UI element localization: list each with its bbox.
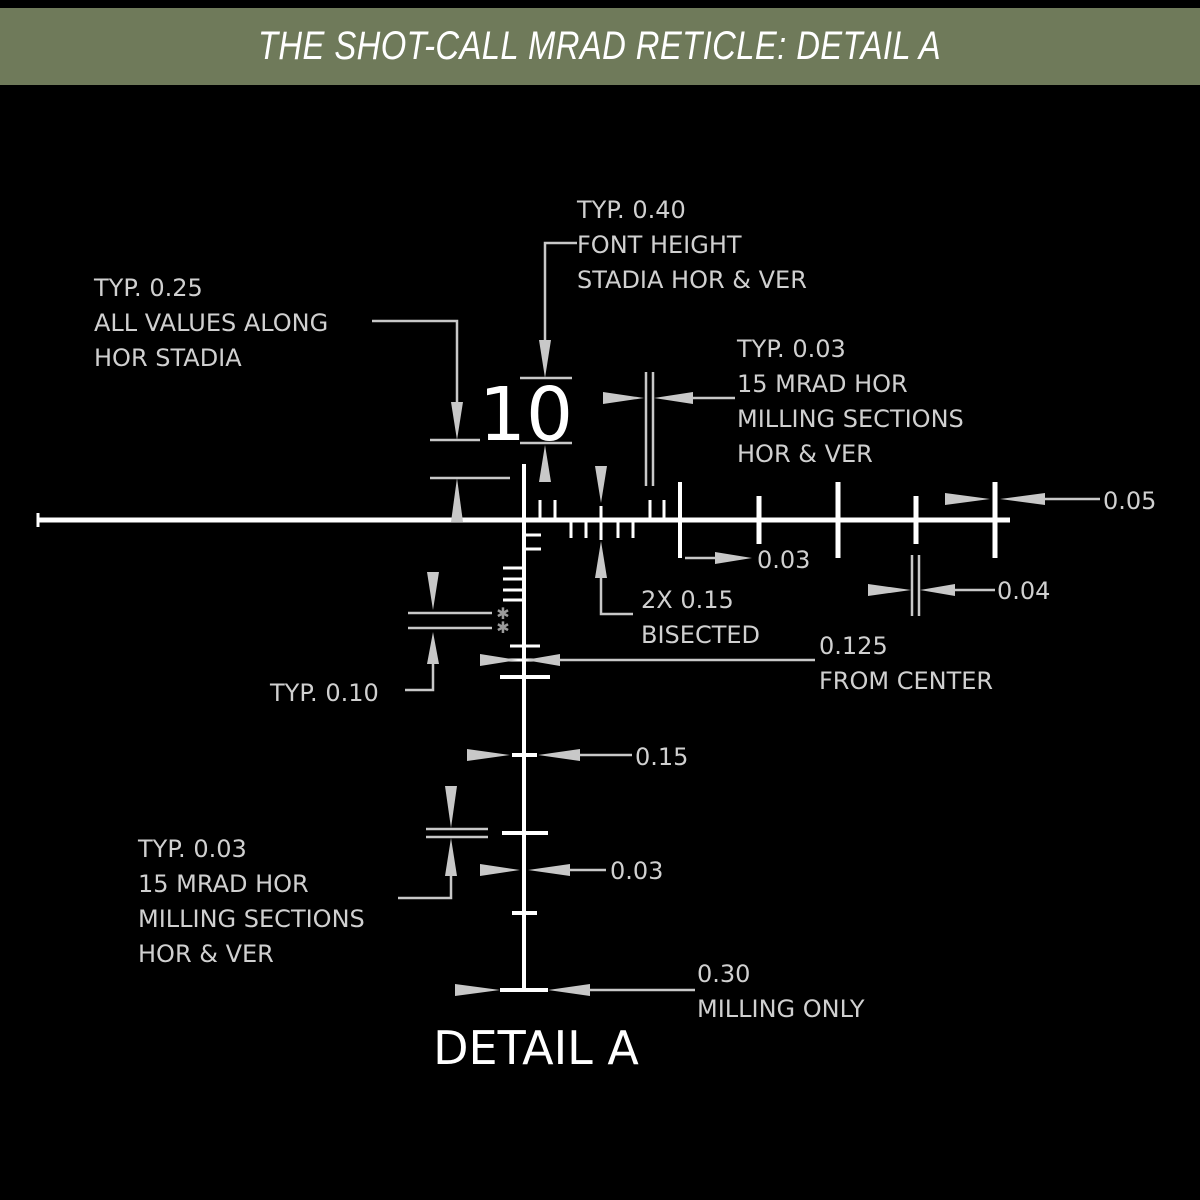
callout-milling-line1: 0.30	[697, 960, 750, 988]
arrow-icon	[603, 392, 644, 404]
arrow-icon	[945, 493, 990, 505]
callout-from-center-line2: FROM CENTER	[819, 667, 993, 695]
arrow-icon	[455, 984, 500, 996]
callout-typ025-line2: ALL VALUES ALONG	[94, 309, 328, 337]
arrow-icon	[480, 654, 518, 666]
callout-bisected-line2: BISECTED	[641, 621, 760, 649]
title-banner: THE SHOT-CALL MRAD RETICLE: DETAIL A	[0, 8, 1200, 85]
callout-typ003-bottom-line3: MILLING SECTIONS	[138, 905, 365, 933]
callout-003-ver: 0.03	[610, 857, 663, 885]
leader-line	[398, 876, 453, 900]
arrow-icon	[868, 584, 911, 596]
callout-typ040-line3: STADIA HOR & VER	[577, 266, 807, 294]
arrow-icon	[480, 864, 520, 876]
arrow-icon	[595, 466, 607, 503]
callout-005: 0.05	[1103, 487, 1156, 515]
callout-typ025-line1: TYP. 0.25	[93, 274, 203, 302]
arrow-icon	[445, 786, 457, 828]
leader-line	[405, 664, 435, 692]
leader-line	[543, 241, 577, 340]
leader-line	[599, 578, 633, 616]
arrow-icon	[467, 749, 510, 761]
callout-typ003-top-line2: 15 MRAD HOR	[737, 370, 908, 398]
detail-label: DETAIL A	[433, 1021, 639, 1075]
callout-milling-line2: MILLING ONLY	[697, 995, 865, 1023]
arrow-icon	[528, 864, 570, 876]
star-marker: ✱	[496, 604, 509, 623]
callout-typ010: TYP. 0.10	[269, 679, 379, 707]
callout-003-hor: 0.03	[757, 546, 810, 574]
callout-004: 0.04	[997, 577, 1050, 605]
arrow-icon	[1000, 493, 1045, 505]
arrow-icon	[539, 445, 551, 482]
callout-typ003-top-line3: MILLING SECTIONS	[737, 405, 964, 433]
callout-typ003-bottom-line2: 15 MRAD HOR	[138, 870, 309, 898]
arrow-icon	[451, 478, 463, 522]
arrow-icon	[427, 572, 439, 610]
callout-typ003-top-line1: TYP. 0.03	[736, 335, 846, 363]
callout-bisected-line1: 2X 0.15	[641, 586, 734, 614]
arrow-icon	[445, 838, 457, 876]
callout-typ003-top-line4: HOR & VER	[737, 440, 873, 468]
arrow-icon	[525, 654, 560, 666]
callout-labels: TYP. 0.40 FONT HEIGHT STADIA HOR & VER T…	[93, 196, 1156, 1075]
arrow-icon	[451, 402, 463, 440]
callout-typ040-line2: FONT HEIGHT	[577, 231, 742, 259]
arrow-icon	[427, 632, 439, 664]
stadia-number: 10	[479, 372, 573, 458]
arrow-icon	[595, 541, 607, 578]
callout-015: 0.15	[635, 743, 688, 771]
arrow-icon	[920, 584, 955, 596]
callout-typ040-line1: TYP. 0.40	[576, 196, 686, 224]
arrow-icon	[548, 984, 590, 996]
dimension-lines	[372, 241, 1100, 996]
callout-typ003-bottom-line4: HOR & VER	[138, 940, 274, 968]
star-marker: ✱	[496, 618, 509, 637]
callout-typ025-line3: HOR STADIA	[94, 344, 242, 372]
arrow-icon	[539, 340, 551, 378]
arrow-icon	[538, 749, 580, 761]
arrow-icon	[715, 552, 752, 564]
arrow-icon	[654, 392, 693, 404]
page-title: THE SHOT-CALL MRAD RETICLE: DETAIL A	[258, 24, 942, 68]
leader-line	[372, 319, 459, 402]
callout-typ003-bottom-line1: TYP. 0.03	[137, 835, 247, 863]
callout-from-center-line1: 0.125	[819, 632, 888, 660]
